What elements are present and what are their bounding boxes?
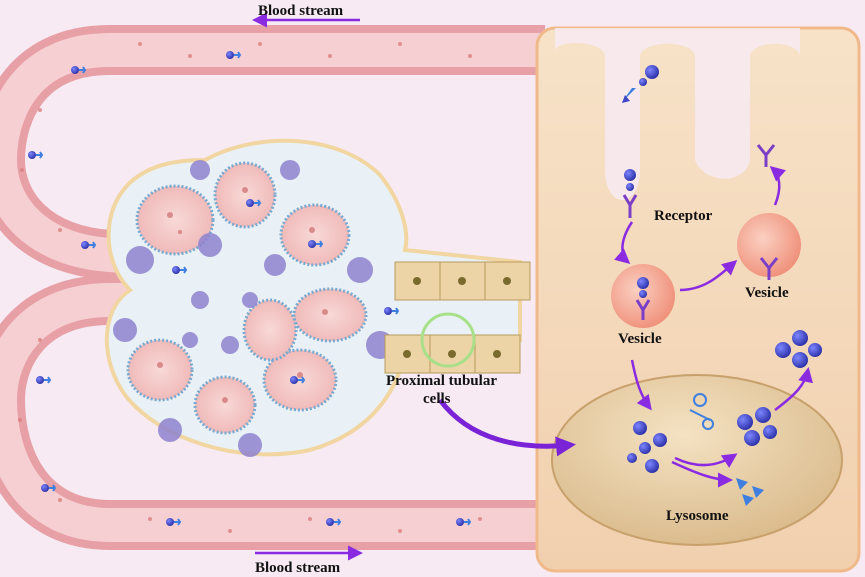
protein-molecule-icon <box>622 65 659 103</box>
enzyme-scissor-icon <box>689 393 714 430</box>
label-blood-stream-top: Blood stream <box>258 3 344 19</box>
protein-molecule-icon <box>737 407 777 446</box>
label-vesicle-right: Vesicle <box>745 285 789 301</box>
protein-molecule-icon <box>27 150 43 160</box>
label-proximal-line1: Proximal tubular <box>386 373 497 389</box>
receptor-icon <box>756 144 776 167</box>
glomerulus <box>104 138 522 457</box>
label-receptor: Receptor <box>654 208 713 224</box>
cell-molecules <box>622 65 822 506</box>
big-arrow <box>438 398 576 457</box>
process-arrows <box>614 166 813 488</box>
receptor-icon <box>622 169 638 218</box>
highlight-circle <box>420 312 476 368</box>
protein-molecule-icon <box>736 478 764 506</box>
protein-molecule-icon <box>35 375 51 385</box>
label-lysosome: Lysosome <box>666 508 729 524</box>
tubular-cell-panel <box>535 26 861 573</box>
proximal-tubule-segment <box>384 261 531 374</box>
receptor-icon <box>635 277 651 320</box>
blood-vessel <box>0 25 545 550</box>
receptor-icon <box>759 257 779 280</box>
label-blood-stream-bottom: Blood stream <box>255 560 341 576</box>
label-vesicle-left: Vesicle <box>618 331 662 347</box>
protein-molecule-icon <box>627 421 667 473</box>
label-proximal-line2: cells <box>423 391 451 407</box>
protein-molecule-icon <box>775 330 822 368</box>
vesicle-right <box>737 213 801 277</box>
